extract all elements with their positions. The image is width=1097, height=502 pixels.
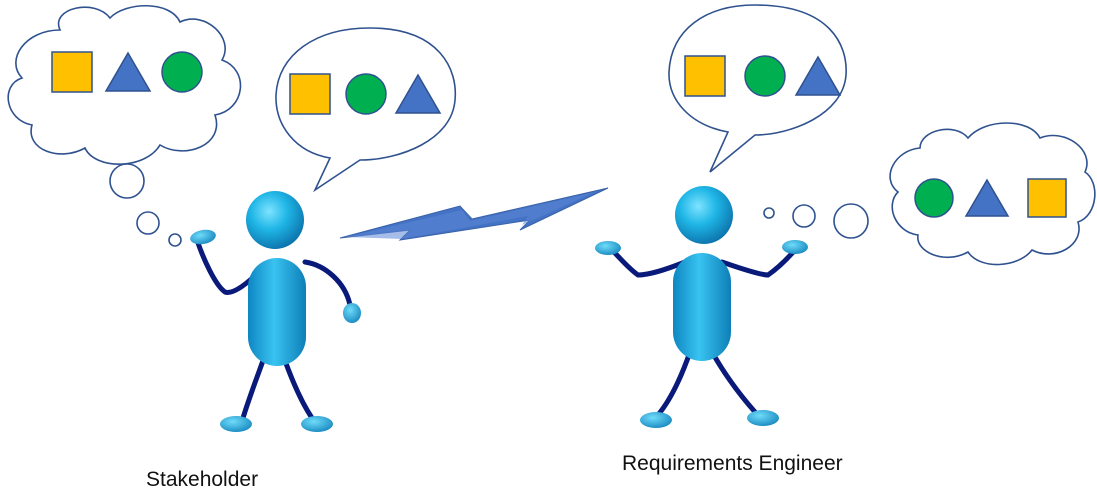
circle-icon xyxy=(161,51,203,93)
engineer-thought-cloud xyxy=(889,122,1096,266)
square-icon xyxy=(289,73,331,115)
stakeholder-foot xyxy=(220,416,252,432)
engineer-head xyxy=(675,186,733,244)
stakeholder-head xyxy=(246,191,304,249)
thought-bubble-trail xyxy=(136,211,160,235)
stakeholder-figure xyxy=(190,191,361,432)
triangle-icon xyxy=(794,55,842,96)
engineer-hand xyxy=(782,240,808,254)
stakeholder-thought-cloud xyxy=(7,4,242,165)
square-icon xyxy=(1027,178,1067,218)
engineer-hand xyxy=(595,241,621,255)
stakeholder-hand xyxy=(190,229,216,245)
engineer-figure xyxy=(595,186,808,428)
circle-icon xyxy=(744,55,786,97)
square-icon xyxy=(684,55,726,97)
stakeholder-thought-shapes xyxy=(51,51,203,93)
triangle-icon xyxy=(104,51,152,92)
thought-bubble-trail xyxy=(168,233,182,247)
stakeholder-hand xyxy=(343,303,361,323)
engineer-speech-bubble xyxy=(668,4,847,173)
engineer-foot xyxy=(747,410,779,426)
stakeholder-foot xyxy=(301,416,333,432)
engineer-body xyxy=(673,253,731,361)
thought-bubble-trail xyxy=(833,203,869,239)
stakeholder-body xyxy=(248,258,306,366)
engineer-label: Requirements Engineer xyxy=(622,452,843,475)
square-icon xyxy=(51,51,93,93)
stakeholder-speech-shapes xyxy=(289,73,442,115)
lightning-bolt-highlight xyxy=(345,192,595,239)
engineer-thought-shapes xyxy=(914,178,1067,218)
engineer-foot xyxy=(640,412,672,428)
circle-icon xyxy=(914,178,954,218)
thought-bubble-trail xyxy=(109,163,145,199)
stakeholder-label: Stakeholder xyxy=(146,468,259,491)
circle-icon xyxy=(345,73,387,115)
triangle-icon xyxy=(394,73,442,114)
thought-bubble-trail xyxy=(763,207,775,219)
stakeholder-speech-bubble xyxy=(275,27,457,193)
triangle-icon xyxy=(964,178,1010,217)
thought-bubble-trail xyxy=(792,204,816,228)
engineer-speech-shapes xyxy=(684,55,842,97)
